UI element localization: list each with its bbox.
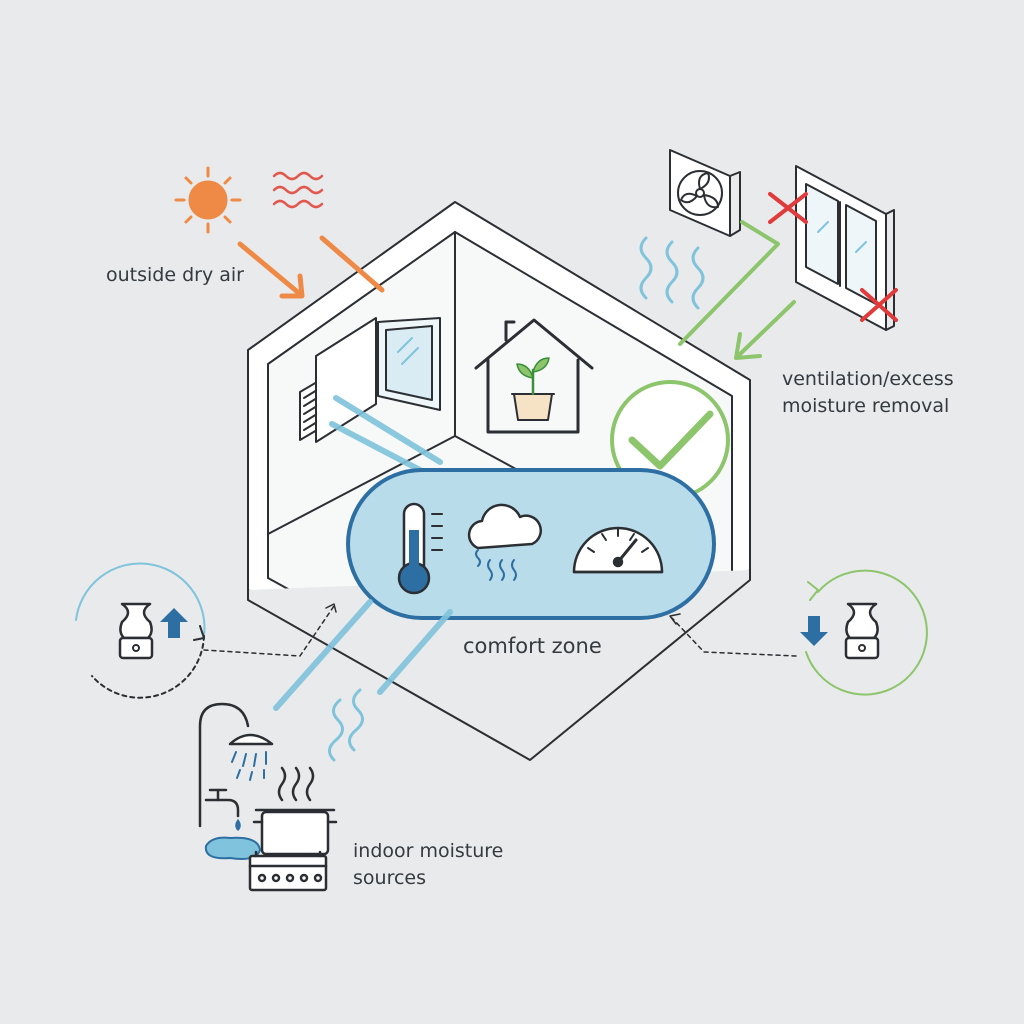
indoor-moisture-line1: indoor moisture	[353, 840, 504, 862]
ventilation-arrows	[678, 220, 796, 360]
ventilation-label: ventilation/excess moisture removal	[782, 366, 954, 420]
humidifier-link-arrow	[325, 603, 337, 613]
dry-air-arrows	[237, 235, 385, 299]
indoor-moisture-label: indoor moisture sources	[353, 838, 503, 892]
dehumidifier-link-arrow	[669, 613, 681, 625]
stove-icon	[248, 850, 328, 892]
indoor-moisture-line2: sources	[353, 867, 426, 889]
moisture-waves	[328, 688, 364, 762]
ventilation-label-line2: moisture removal	[782, 395, 950, 417]
exhaust-air-waves	[639, 236, 705, 310]
shower-icon	[198, 702, 274, 828]
moisture-flow-lines	[273, 599, 453, 711]
cooking-pot-icon	[252, 766, 338, 856]
cloud-mist-icon	[467, 503, 542, 581]
heat-waves-icon	[272, 171, 324, 209]
air-flow-lines	[329, 395, 443, 473]
shower-drops	[231, 751, 267, 781]
comfort-zone-label: comfort zone	[463, 633, 602, 660]
comfort-zone-text: comfort zone	[463, 634, 602, 658]
gauge-icon	[572, 526, 664, 574]
house-plant-icon	[474, 318, 594, 434]
thermometer-icon	[397, 502, 443, 595]
humidifier-link	[203, 605, 335, 657]
sun-icon	[174, 166, 242, 234]
ventilation-label-line1: ventilation/excess	[782, 368, 954, 390]
humidifier-icon	[75, 562, 206, 699]
window-blocked-marks	[768, 192, 898, 322]
exhaust-fan-icon	[669, 149, 741, 237]
dehumidifier-icon	[800, 569, 928, 696]
outside-dry-air-text: outside dry air	[106, 264, 244, 286]
outside-dry-air-label: outside dry air	[106, 262, 244, 289]
faucet-icon	[204, 788, 261, 860]
dehumidifier-link	[671, 617, 797, 657]
